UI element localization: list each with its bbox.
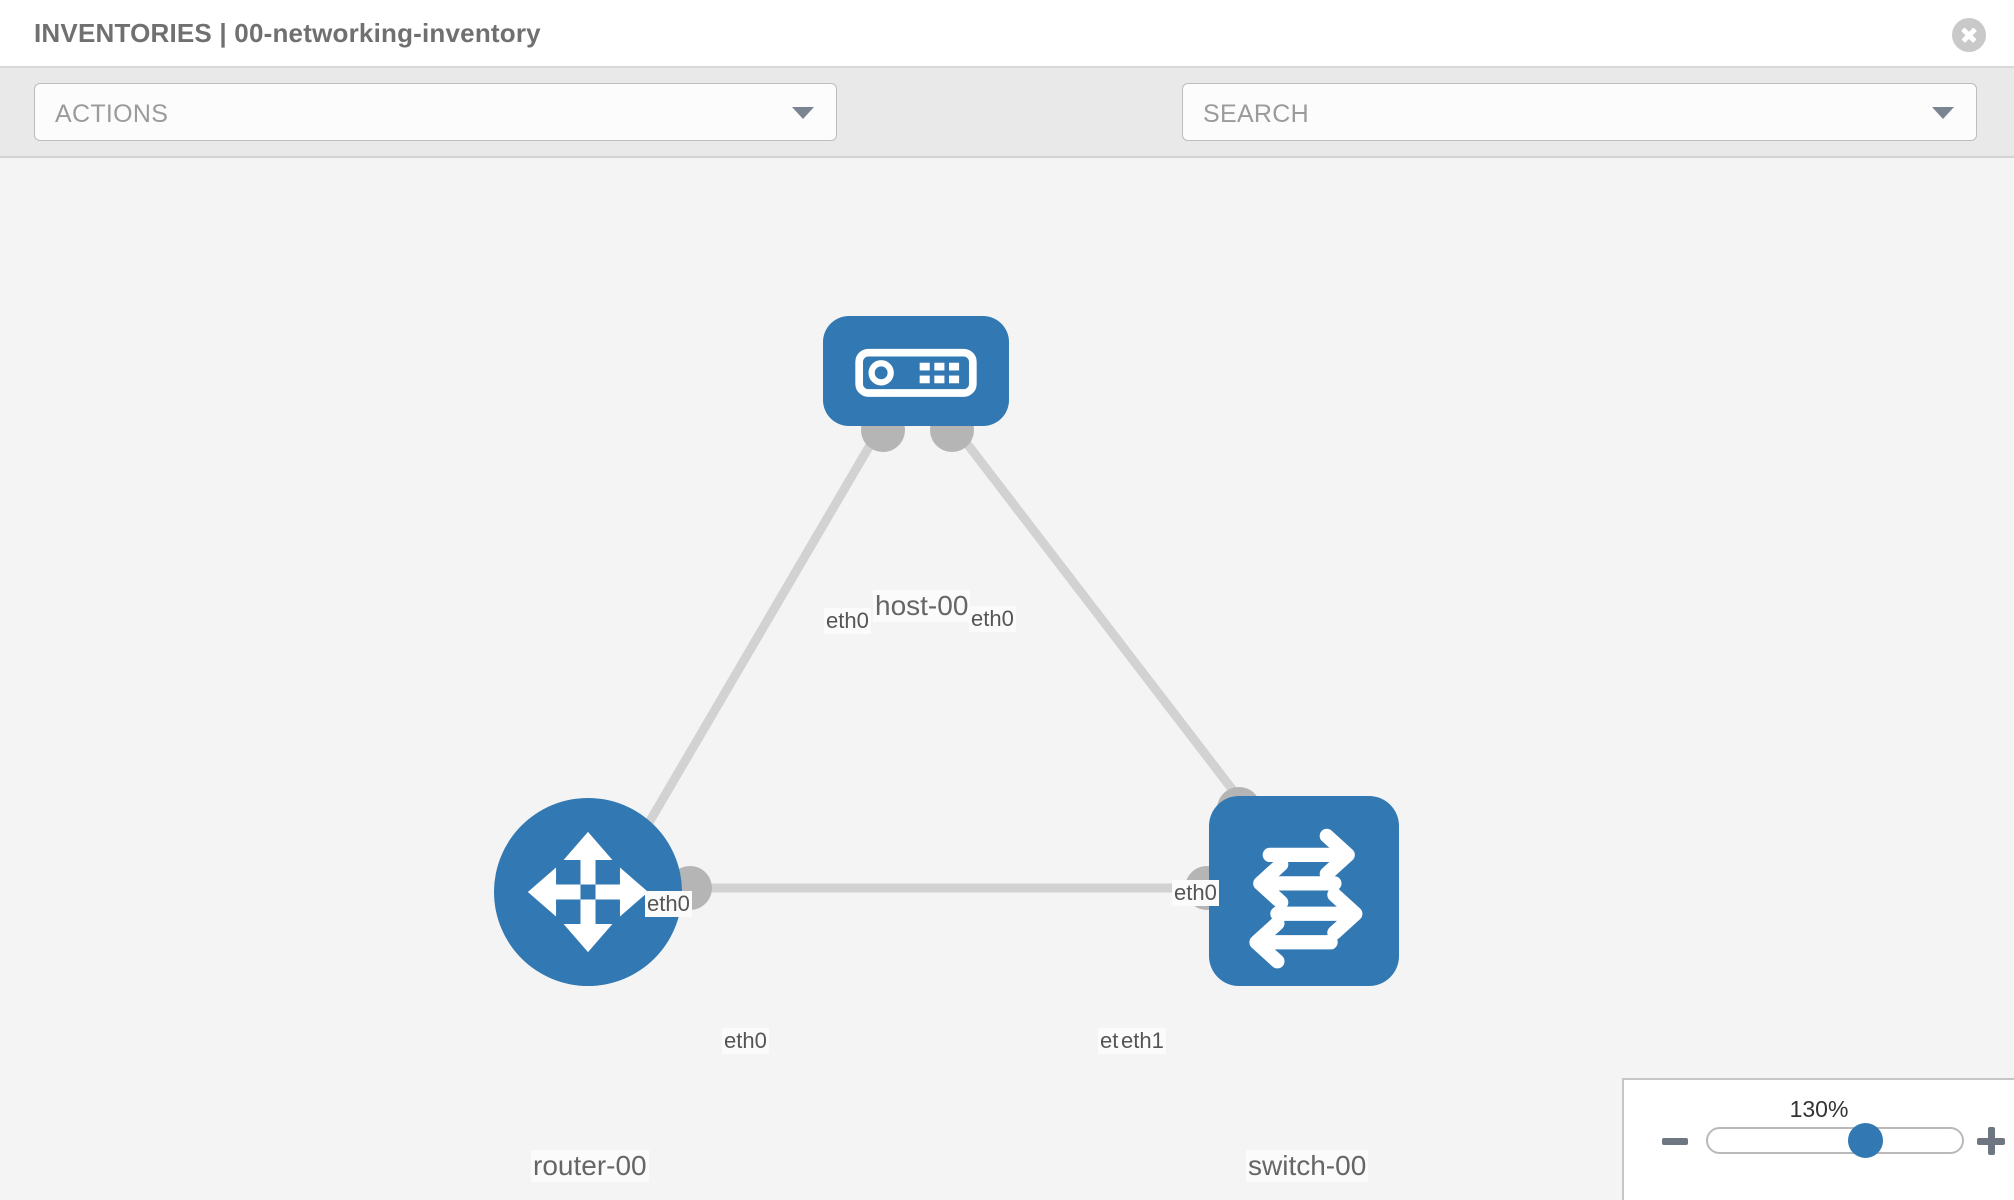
toolbar: ACTIONS SEARCH: [0, 68, 2014, 202]
edge-host-router: [636, 425, 884, 841]
zoom-control-panel: 130%: [1622, 1078, 2014, 1200]
node-label-host: host-00: [873, 590, 971, 622]
page-title: INVENTORIES | 00-networking-inventory: [34, 18, 541, 48]
topology-canvas[interactable]: host-00 router-00 switch-00 eth0 eth0 et…: [0, 158, 2014, 1200]
router-arrows-icon: [527, 831, 649, 953]
minus-icon[interactable]: [1662, 1138, 1688, 1145]
search-placeholder: SEARCH: [1203, 100, 1309, 128]
edge-label-router-right: eth0: [722, 1028, 769, 1054]
edge-label-host-right: eth0: [969, 606, 1016, 632]
close-icon[interactable]: [1952, 18, 1986, 52]
node-host-00[interactable]: [823, 316, 1009, 426]
edge-label-switch-left: eth1: [1119, 1028, 1166, 1054]
topology-edges: [636, 425, 1249, 893]
edge-label-host-left: eth0: [824, 608, 871, 634]
switch-arrows-icon: [1249, 828, 1363, 969]
search-input[interactable]: SEARCH: [1182, 83, 1977, 141]
topology-graph: [636, 408, 1261, 910]
zoom-slider-thumb[interactable]: [1848, 1123, 1883, 1158]
topology-connectors: [668, 408, 1261, 910]
actions-dropdown-label: ACTIONS: [55, 100, 169, 128]
edge-host-switch: [951, 425, 1249, 809]
node-switch-00[interactable]: [1209, 796, 1399, 986]
actions-dropdown[interactable]: ACTIONS: [34, 83, 837, 141]
zoom-level-value: 130%: [1789, 1096, 1849, 1122]
node-label-switch: switch-00: [1246, 1150, 1369, 1182]
server-icon: [855, 348, 977, 397]
plus-icon[interactable]: [1977, 1127, 2005, 1155]
node-label-router: router-00: [531, 1150, 649, 1182]
chevron-down-icon[interactable]: [1932, 107, 1954, 119]
edge-label-switch-up: eth0: [1172, 880, 1219, 906]
zoom-slider[interactable]: [1706, 1123, 1964, 1158]
page-header: INVENTORIES | 00-networking-inventory: [0, 0, 2014, 68]
edge-label-router-up: eth0: [645, 891, 692, 917]
chevron-down-icon: [792, 107, 814, 119]
